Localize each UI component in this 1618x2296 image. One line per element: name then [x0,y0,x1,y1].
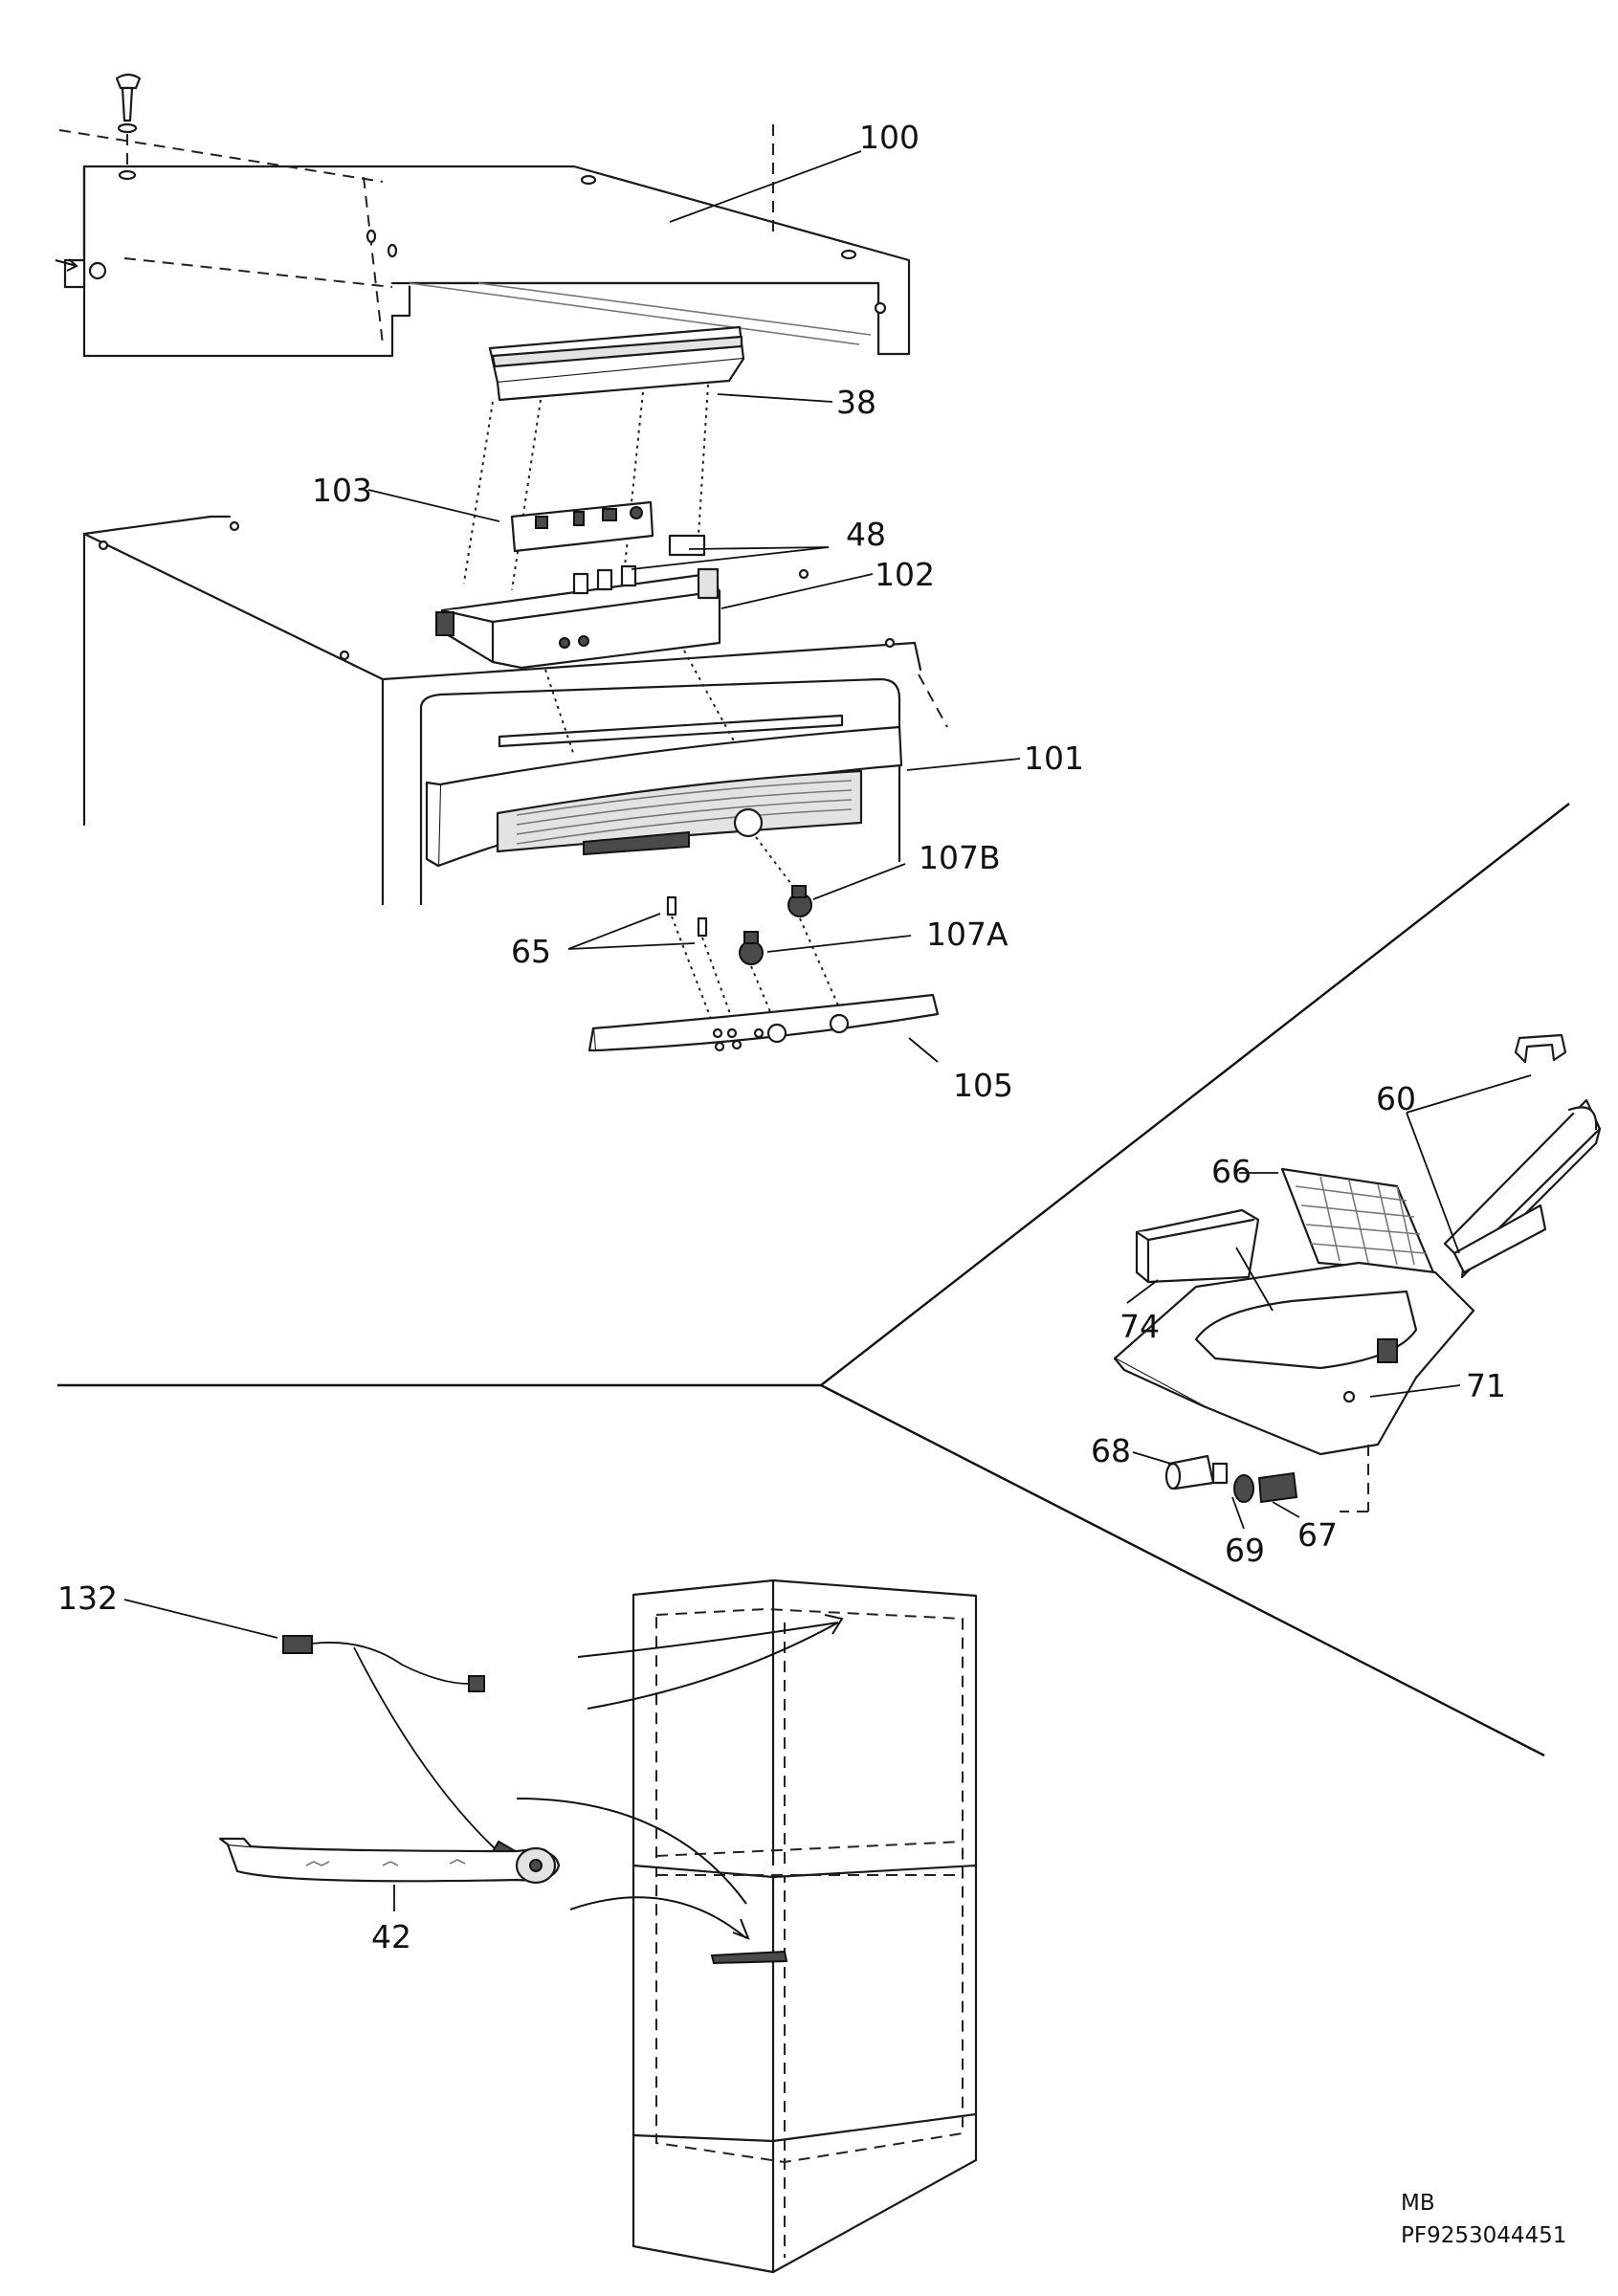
callout-101: 101 [1024,740,1084,777]
document-reference: MB PF9253044451 [1401,2191,1566,2248]
bracket-part-60 [1443,1033,1602,1279]
callout-labels: 100 38 103 48 102 101 107B 65 107A 105 6… [57,119,1506,1955]
callout-68: 68 [1091,1432,1131,1469]
pins-part-65 [666,895,733,1025]
callout-69: 69 [1225,1532,1265,1569]
knob-part-107b [787,885,843,1015]
lamp-housing [1113,1261,1475,1512]
footer-code-mb: MB [1401,2191,1435,2216]
callout-100: 100 [859,119,920,156]
pcb-part-103 [510,500,654,553]
footer-part-number: PF9253044451 [1401,2223,1566,2248]
routing-arrows [516,1614,844,1940]
callout-67: 67 [1297,1516,1338,1554]
panel-strip-part-105 [587,993,940,1052]
callout-102: 102 [875,556,935,593]
holder-part-102 [435,534,738,757]
callout-66: 66 [1211,1153,1252,1190]
wire-harness-part-132 [282,1635,521,1866]
callout-74: 74 [1119,1308,1160,1345]
diffuser-part-74 [1135,1208,1260,1284]
callout-48: 48 [846,516,886,553]
fridge-cabinet-outline [632,1578,978,2274]
callout-65: 65 [511,933,551,970]
callout-60: 60 [1376,1080,1416,1117]
lamp-socket-part-67-68-69 [1164,1454,1298,1504]
control-panel-part-101 [425,725,903,889]
section-dividers [57,803,1570,1757]
callout-107b: 107B [919,839,1001,876]
callout-103: 103 [312,472,372,509]
lamp-cover-part-66 [1280,1167,1435,1274]
callout-71: 71 [1466,1367,1506,1404]
callout-38: 38 [836,384,876,421]
knob-part-107a [739,931,772,1015]
lamp-bar-part-42 [218,1837,788,1965]
callout-132: 132 [57,1579,118,1617]
callout-107a: 107A [926,916,1008,953]
leader-lines [123,150,1532,1911]
callout-105: 105 [953,1067,1013,1104]
top-cover-part-100 [55,73,911,358]
callout-42: 42 [371,1918,411,1955]
